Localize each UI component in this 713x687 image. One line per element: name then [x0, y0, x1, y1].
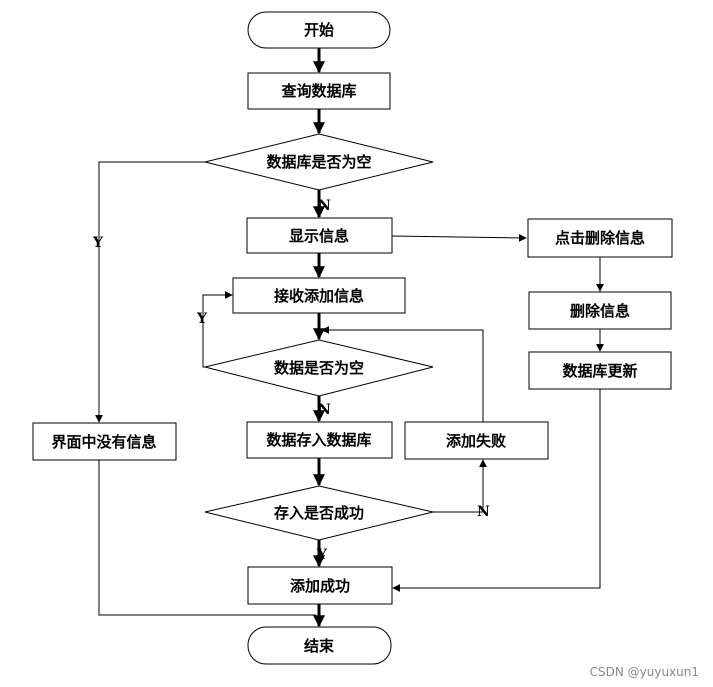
edge-add-fail-loop — [321, 326, 484, 422]
node-add-fail: 添加失败 — [404, 421, 549, 460]
node-db-empty: 数据库是否为空 — [204, 133, 434, 191]
node-add-success: 添加成功 — [247, 566, 393, 605]
label-data-empty-no: N — [318, 402, 331, 418]
node-query-db-label: 查询数据库 — [281, 82, 356, 100]
node-db-update-label: 数据库更新 — [562, 362, 637, 380]
node-receive-add: 接收添加信息 — [232, 277, 406, 314]
edge-no-info-to-end — [98, 460, 316, 616]
node-show-info-label: 显示信息 — [289, 227, 349, 245]
node-no-info-label: 界面中没有信息 — [51, 433, 156, 451]
node-add-success-label: 添加成功 — [290, 577, 350, 595]
node-delete-info-label: 删除信息 — [570, 302, 630, 320]
node-receive-add-label: 接收添加信息 — [274, 287, 364, 305]
node-store-success: 存入是否成功 — [204, 485, 434, 541]
node-click-delete: 点击删除信息 — [527, 218, 673, 258]
node-click-delete-label: 点击删除信息 — [555, 229, 645, 247]
node-store-data-label: 数据存入数据库 — [266, 431, 371, 449]
node-start: 开始 — [247, 11, 391, 49]
node-delete-info: 删除信息 — [528, 291, 672, 330]
label-data-empty-yes: Y — [196, 311, 208, 327]
node-show-info: 显示信息 — [246, 217, 393, 254]
node-db-update: 数据库更新 — [528, 351, 672, 390]
node-end: 结束 — [247, 626, 392, 665]
edge-update-to-add-success — [392, 389, 601, 592]
edge-show-to-click-delete — [391, 233, 527, 242]
node-query-db: 查询数据库 — [247, 72, 391, 110]
label-store-no: N — [477, 504, 490, 520]
node-store-data: 数据存入数据库 — [246, 421, 393, 459]
node-end-label: 结束 — [304, 637, 335, 655]
label-db-empty-no: N — [318, 198, 331, 214]
node-store-success-label: 存入是否成功 — [274, 504, 364, 522]
edges — [95, 48, 604, 628]
node-add-fail-label: 添加失败 — [446, 432, 506, 450]
node-no-info: 界面中没有信息 — [32, 422, 177, 461]
node-data-empty: 数据是否为空 — [204, 339, 434, 397]
edge-decision-yes-to-no-info — [95, 161, 205, 423]
node-db-empty-label: 数据库是否为空 — [266, 153, 371, 171]
edge-store-fail-to-add-fail — [433, 459, 487, 513]
label-store-yes: Y — [316, 547, 328, 563]
edge-data-empty-yes-loop — [202, 291, 233, 368]
node-start-label: 开始 — [304, 21, 334, 39]
label-db-empty-yes: Y — [92, 235, 104, 251]
node-data-empty-label: 数据是否为空 — [274, 359, 364, 377]
watermark: CSDN @yuyuxun1 — [589, 665, 699, 679]
